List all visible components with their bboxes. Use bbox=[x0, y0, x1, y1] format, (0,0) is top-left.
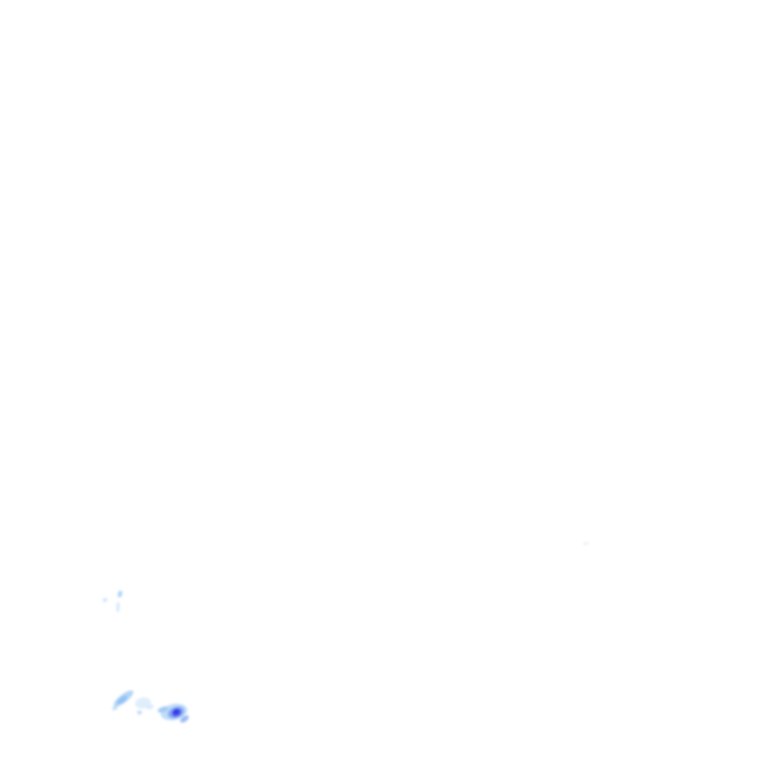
precipitation-cell-center-patch-dot bbox=[137, 710, 142, 715]
precipitation-cell-west-streak-core bbox=[116, 695, 128, 705]
precipitation-cell-strong-cell-tail bbox=[180, 715, 189, 723]
precipitation-cell-west-streak-spur bbox=[112, 705, 118, 711]
precipitation-cell-upper-fleck-tail bbox=[116, 601, 120, 613]
precipitation-cell-center-faint-patch bbox=[135, 697, 151, 709]
precipitation-echoes-group bbox=[102, 542, 589, 723]
precipitation-cell-upper-fleck-dot bbox=[102, 598, 108, 602]
precipitation-cell-upper-fleck-head bbox=[117, 590, 123, 598]
precipitation-cell-east-faint-speck bbox=[583, 542, 589, 545]
precipitation-cell-strong-cell-west-wing bbox=[157, 706, 169, 713]
precipitation-cell-center-wisp bbox=[146, 704, 154, 710]
precipitation-cell-strong-cell-core-dark bbox=[173, 708, 179, 715]
